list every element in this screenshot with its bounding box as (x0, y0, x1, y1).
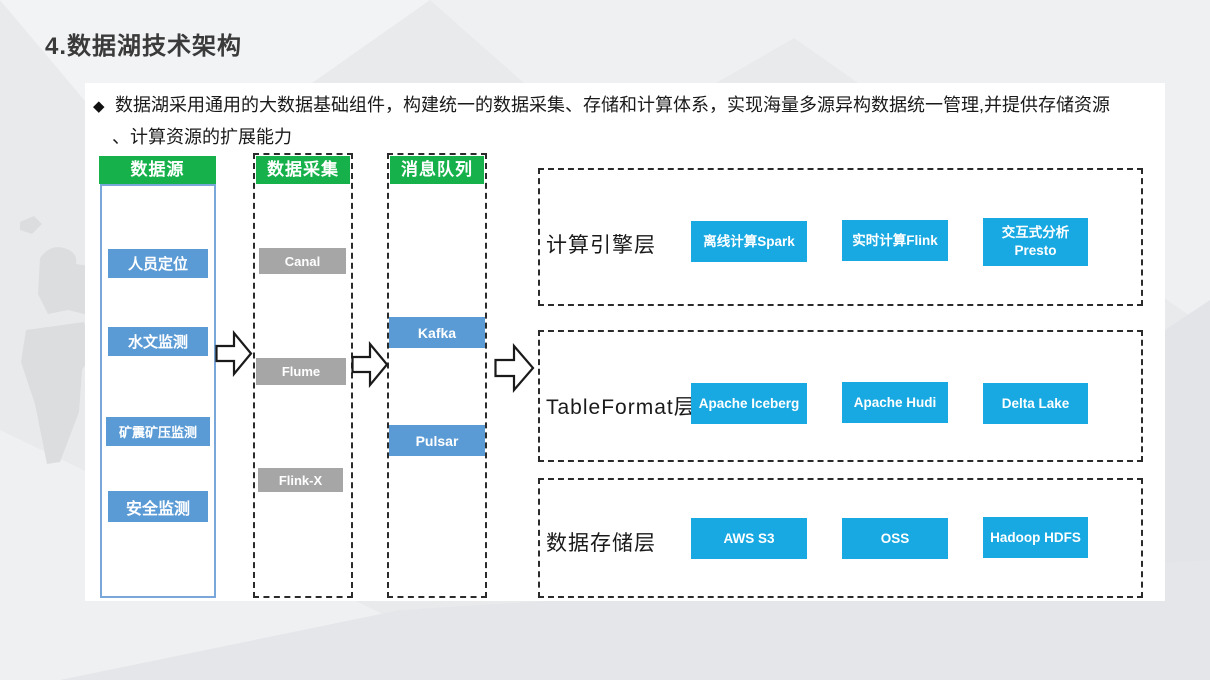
collection-item: Canal (259, 248, 346, 274)
column-datasource (100, 184, 216, 598)
column-header-datasource: 数据源 (99, 156, 216, 184)
component-chip: Hadoop HDFS (983, 517, 1088, 558)
component-chip: Apache Hudi (842, 382, 948, 423)
flow-arrow-icon (494, 343, 535, 393)
datasource-item: 矿震矿压监测 (106, 417, 210, 446)
component-chip: 交互式分析 Presto (983, 218, 1088, 266)
diamond-bullet-icon: ◆ (93, 98, 105, 115)
collection-item: Flume (256, 358, 346, 385)
component-chip: AWS S3 (691, 518, 807, 559)
column-header-collection: 数据采集 (256, 156, 350, 184)
component-chip: OSS (842, 518, 948, 559)
page-title: 4.数据湖技术架构 (45, 33, 243, 60)
flow-arrow-icon (215, 330, 253, 377)
datasource-item: 安全监测 (108, 491, 208, 522)
column-header-queue: 消息队列 (390, 156, 484, 184)
layer-label: TableFormat层 (546, 396, 696, 419)
datasource-item: 水文监测 (108, 327, 208, 356)
intro-text-line2: 、计算资源的扩展能力 (112, 127, 292, 147)
layer-label: 计算引擎层 (546, 234, 656, 257)
component-chip: Apache Iceberg (691, 383, 807, 424)
queue-item: Pulsar (389, 425, 485, 456)
flow-arrow-icon (351, 341, 389, 388)
component-chip: Delta Lake (983, 383, 1088, 424)
collection-item: Flink-X (258, 468, 343, 492)
component-chip: 实时计算Flink (842, 220, 948, 261)
queue-item: Kafka (389, 317, 485, 348)
datasource-item: 人员定位 (108, 249, 208, 278)
column-queue: 消息队列 (387, 153, 487, 598)
intro-text-line1: 数据湖采用通用的大数据基础组件，构建统一的数据采集、存储和计算体系，实现海量多源… (115, 95, 1110, 115)
component-chip: 离线计算Spark (691, 221, 807, 262)
layer-label: 数据存储层 (546, 532, 656, 555)
